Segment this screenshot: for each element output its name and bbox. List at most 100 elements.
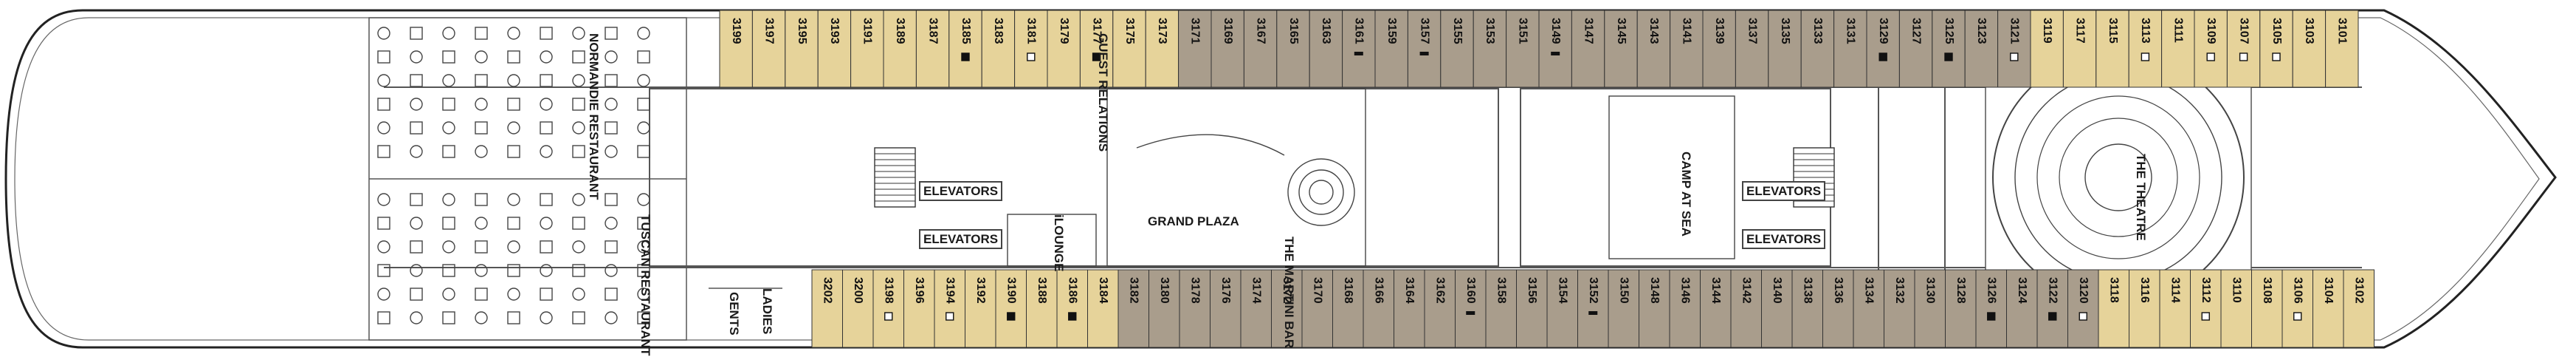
cabin-box[interactable] [948,10,982,88]
cabin-3199[interactable]: 3199 [719,10,753,88]
cabin-3115[interactable]: 3115 [2095,10,2129,88]
cabin-3200[interactable]: 3200 [842,269,874,348]
cabin-3171[interactable]: 3171 [1178,10,1212,88]
cabin-box[interactable] [2159,269,2191,348]
cabin-box[interactable] [1276,10,1310,88]
cabin-box[interactable] [2006,269,2038,348]
cabin-3139[interactable]: 3139 [1702,10,1736,88]
cabin-box[interactable] [2067,269,2099,348]
cabin-3192[interactable]: 3192 [965,269,996,348]
cabin-box[interactable] [1516,269,1548,348]
cabin-3202[interactable]: 3202 [811,269,843,348]
cabin-3187[interactable]: 3187 [915,10,950,88]
cabin-box[interactable] [1866,10,1900,88]
cabin-box[interactable] [1332,269,1364,348]
cabin-box[interactable] [995,269,1027,348]
cabin-box[interactable] [2325,10,2359,88]
cabin-3198[interactable]: 3198 [872,269,904,348]
cabin-3163[interactable]: 3163 [1309,10,1343,88]
cabin-box[interactable] [1145,10,1179,88]
cabin-3135[interactable]: 3135 [1768,10,1802,88]
cabin-3143[interactable]: 3143 [1636,10,1671,88]
cabin-box[interactable] [1833,10,1867,88]
cabin-3118[interactable]: 3118 [2098,269,2129,348]
cabin-3129[interactable]: 3129 [1866,10,1900,88]
cabin-3104[interactable]: 3104 [2312,269,2344,348]
cabin-3108[interactable]: 3108 [2251,269,2283,348]
cabin-box[interactable] [1997,10,2031,88]
cabin-3185[interactable]: 3185 [948,10,982,88]
cabin-box[interactable] [2128,10,2163,88]
cabin-box[interactable] [1440,10,1474,88]
cabin-box[interactable] [1577,269,1609,348]
cabin-3153[interactable]: 3153 [1473,10,1507,88]
cabin-3166[interactable]: 3166 [1363,269,1394,348]
cabin-3177[interactable]: 3177 [1079,10,1114,88]
cabin-3131[interactable]: 3131 [1833,10,1867,88]
cabin-box[interactable] [811,269,843,348]
cabin-3117[interactable]: 3117 [2062,10,2097,88]
cabin-3146[interactable]: 3146 [1669,269,1701,348]
cabin-box[interactable] [2343,269,2374,348]
cabin-3132[interactable]: 3132 [1884,269,1915,348]
cabin-box[interactable] [1730,269,1762,348]
elevators-label-4[interactable]: ELEVATORS [1742,229,1826,249]
cabin-3137[interactable]: 3137 [1735,10,1769,88]
cabin-box[interactable] [1914,269,1946,348]
cabin-box[interactable] [2095,10,2129,88]
cabin-3106[interactable]: 3106 [2281,269,2313,348]
guest-relations-label[interactable]: GUEST RELATIONS [1096,33,1110,152]
cabin-box[interactable] [1117,269,1149,348]
cabin-3133[interactable]: 3133 [1800,10,1835,88]
cabin-box[interactable] [1791,269,1823,348]
cabin-3196[interactable]: 3196 [903,269,935,348]
cabin-box[interactable] [719,10,753,88]
cabin-3169[interactable]: 3169 [1210,10,1244,88]
cabin-3186[interactable]: 3186 [1056,269,1088,348]
martini-bar-label[interactable]: THE MARTINI BAR [1282,237,1296,349]
cabin-3105[interactable]: 3105 [2259,10,2293,88]
theatre-label[interactable]: THE THEATRE [2134,154,2148,241]
cabin-box[interactable] [2190,269,2222,348]
cabin-3112[interactable]: 3112 [2190,269,2222,348]
cabin-3138[interactable]: 3138 [1791,269,1823,348]
cabin-3156[interactable]: 3156 [1516,269,1548,348]
cabin-3180[interactable]: 3180 [1148,269,1180,348]
cabin-3179[interactable]: 3179 [1047,10,1081,88]
cabin-3173[interactable]: 3173 [1145,10,1179,88]
cabin-3193[interactable]: 3193 [817,10,852,88]
grand-plaza-label[interactable]: GRAND PLAZA [1148,214,1239,228]
camp-at-sea-label[interactable]: CAMP AT SEA [1679,152,1693,237]
cabin-box[interactable] [2312,269,2344,348]
cabin-box[interactable] [1800,10,1835,88]
cabin-3159[interactable]: 3159 [1374,10,1408,88]
cabin-3127[interactable]: 3127 [1898,10,1933,88]
cabin-box[interactable] [1571,10,1605,88]
cabin-box[interactable] [1702,10,1736,88]
cabin-box[interactable] [1363,269,1394,348]
cabin-3195[interactable]: 3195 [785,10,819,88]
cabin-box[interactable] [1768,10,1802,88]
cabin-3148[interactable]: 3148 [1639,269,1670,348]
cabin-3191[interactable]: 3191 [850,10,884,88]
cabin-3188[interactable]: 3188 [1026,269,1058,348]
cabin-3147[interactable]: 3147 [1571,10,1605,88]
cabin-3175[interactable]: 3175 [1112,10,1146,88]
cabin-box[interactable] [1898,10,1933,88]
cabin-box[interactable] [785,10,819,88]
cabin-3155[interactable]: 3155 [1440,10,1474,88]
cabin-box[interactable] [1670,10,1704,88]
cabin-3197[interactable]: 3197 [751,10,786,88]
cabin-3110[interactable]: 3110 [2220,269,2252,348]
cabin-box[interactable] [1964,10,1999,88]
elevators-label-1[interactable]: ELEVATORS [919,181,1003,201]
cabin-box[interactable] [1374,10,1408,88]
cabin-3174[interactable]: 3174 [1240,269,1272,348]
cabin-3184[interactable]: 3184 [1087,269,1119,348]
cabin-3107[interactable]: 3107 [2226,10,2261,88]
cabin-3150[interactable]: 3150 [1608,269,1639,348]
cabin-3120[interactable]: 3120 [2067,269,2099,348]
cabin-3142[interactable]: 3142 [1730,269,1762,348]
cabin-3134[interactable]: 3134 [1853,269,1884,348]
cabin-box[interactable] [883,10,917,88]
